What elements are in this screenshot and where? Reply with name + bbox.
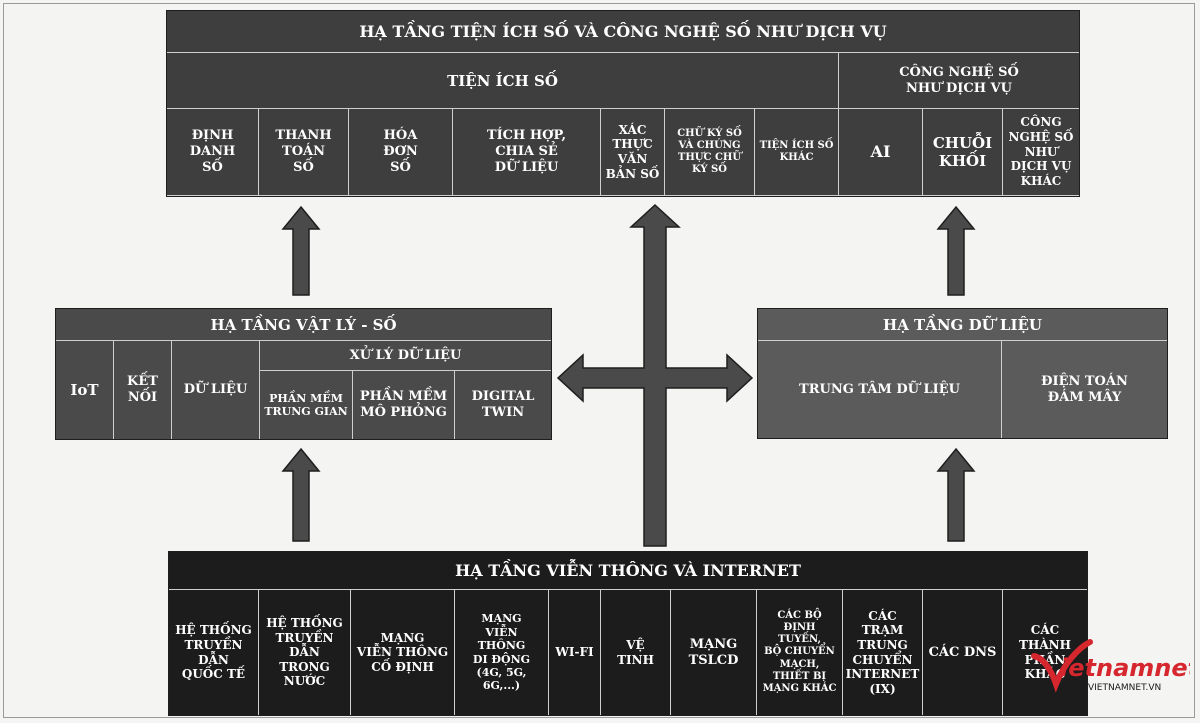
technology-as-a-service-header: CÔNG NGHỆ SỐ NHƯ DỊCH VỤ: [839, 53, 1079, 109]
cell-digital-identity: ĐỊNH DANH SỐ: [167, 109, 259, 196]
cell-data: DỮ LIỆU: [172, 341, 260, 439]
digital-utilities-header: TIỆN ÍCH SỐ: [167, 53, 839, 109]
arrow-up-data-to-technology: [936, 205, 976, 296]
cell-ai: AI: [839, 109, 923, 196]
cell-fixed-network: MẠNG VIỄN THÔNG CỐ ĐỊNH: [351, 590, 455, 715]
digital-utility-infrastructure-box: HẠ TẦNG TIỆN ÍCH SỐ VÀ CÔNG NGHỆ SỐ NHƯ …: [166, 10, 1080, 197]
vietnamnet-logo: ietnamnet VIETNAMNET.VN: [1030, 636, 1200, 696]
arrow-up-physical-to-utilities: [281, 205, 321, 296]
cell-internet-exchange: CÁC TRẠM TRUNG CHUYỂN INTERNET (IX): [843, 590, 923, 715]
cell-cloud-computing: ĐIỆN TOÁN ĐÁM MÂY: [1041, 373, 1128, 405]
svg-text:VIETNAMNET.VN: VIETNAMNET.VN: [1088, 683, 1161, 693]
cell-satellite: VỆ TINH: [601, 590, 671, 715]
diagram-frame: [3, 3, 1195, 718]
cell-international-transmission: HỆ THỐNG TRUYỀN DẪN QUỐC TẾ: [169, 590, 259, 715]
telecom-internet-infrastructure-box: HẠ TẦNG VIỄN THÔNG VÀ INTERNET HỆ THỐNG …: [168, 551, 1088, 716]
cell-data-sharing: TÍCH HỢP, CHIA SẺ DỮ LIỆU: [453, 109, 601, 196]
cell-middleware: PHẦN MỀM TRUNG GIAN: [260, 371, 353, 439]
cell-tslcd-network: MẠNG TSLCD: [671, 590, 757, 715]
cell-blockchain: CHUỖI KHỐI: [923, 109, 1003, 196]
cell-iot: IoT: [56, 341, 114, 439]
physical-digital-infrastructure-title: HẠ TẦNG VẬT LÝ - SỐ: [56, 309, 551, 341]
vietnamnet-logo-graphic: ietnamnet VIETNAMNET.VN: [1031, 639, 1200, 693]
cell-connectivity: KẾT NỐI: [114, 341, 172, 439]
svg-text:ietnamnet: ietnamnet: [1060, 654, 1190, 682]
cell-wifi: WI-FI: [549, 590, 601, 715]
data-processing-header: XỬ LÝ DỮ LIỆU: [260, 341, 551, 371]
cell-simulation-software: PHẦN MỀM MÔ PHỎNG: [353, 371, 455, 439]
arrow-up-telecom-to-data: [936, 447, 976, 542]
cell-dns: CÁC DNS: [923, 590, 1003, 715]
data-infrastructure-box: HẠ TẦNG DỮ LIỆU TRUNG TÂM DỮ LIỆU ĐIỆN T…: [757, 308, 1168, 439]
cell-other-digital-utilities: TIỆN ÍCH SỐ KHÁC: [755, 109, 839, 196]
arrow-up-telecom-to-physical: [281, 447, 321, 542]
cell-mobile-network: MẠNG VIỄN THÔNG DI ĐỘNG (4G, 5G, 6G,...): [455, 590, 549, 715]
cell-routers-switches: CÁC BỘ ĐỊNH TUYẾN, BỘ CHUYỂN MẠCH, THIẾT…: [757, 590, 843, 715]
cell-digital-payment: THANH TOÁN SỐ: [259, 109, 349, 196]
cell-domestic-transmission: HỆ THỐNG TRUYỀN DẪN TRONG NƯỚC: [259, 590, 351, 715]
arrow-central-cross: [556, 203, 754, 547]
cell-digital-signature: CHỮ KÝ SỐ VÀ CHỨNG THỰC CHỮ KÝ SỐ: [665, 109, 755, 196]
cell-document-authentication: XÁC THỰC VĂN BẢN SỐ: [601, 109, 665, 196]
data-infrastructure-title: HẠ TẦNG DỮ LIỆU: [758, 309, 1167, 341]
physical-digital-infrastructure-box: HẠ TẦNG VẬT LÝ - SỐ IoT KẾT NỐI DỮ LIỆU …: [55, 308, 552, 440]
cell-digital-twin: DIGITAL TWIN: [471, 389, 535, 420]
telecom-internet-infrastructure-title: HẠ TẦNG VIỄN THÔNG VÀ INTERNET: [169, 552, 1087, 590]
cell-e-invoice: HÓA ĐƠN SỐ: [349, 109, 453, 196]
cell-other-technology-services: CÔNG NGHỆ SỐ NHƯ DỊCH VỤ KHÁC: [1003, 109, 1079, 196]
digital-utility-infrastructure-title: HẠ TẦNG TIỆN ÍCH SỐ VÀ CÔNG NGHỆ SỐ NHƯ …: [167, 11, 1079, 53]
cell-data-center: TRUNG TÂM DỮ LIỆU: [758, 341, 1002, 438]
